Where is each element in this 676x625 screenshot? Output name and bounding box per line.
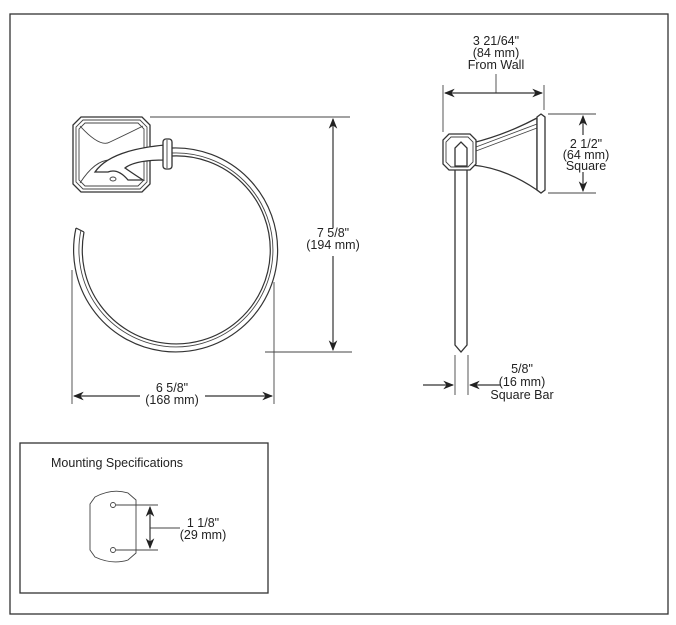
base-inches: 2 1/2" (570, 137, 602, 151)
hole-spacing-mm: (29 mm) (180, 528, 227, 542)
drawing-frame (9, 13, 669, 615)
base-label: Square (566, 159, 606, 173)
base-mm: (64 mm) (563, 148, 610, 162)
bar-mm: (16 mm) (499, 375, 546, 389)
front-view: 7 5/8" (194 mm) 6 5/8" (168 mm) (71, 116, 360, 407)
backplate (72, 116, 173, 193)
mounting-title: Mounting Specifications (51, 456, 183, 470)
width-mm: (168 mm) (145, 393, 198, 407)
ring (73, 147, 279, 353)
projection-mm: (84 mm) (473, 46, 520, 60)
height-mm: (194 mm) (306, 238, 359, 252)
hole-spacing-inches: 1 1/8" (187, 516, 219, 530)
square-bar (454, 149, 468, 353)
bar-label: Square Bar (490, 388, 553, 402)
wall-flange (536, 113, 546, 194)
projection-label: From Wall (468, 58, 524, 72)
mounting-hole-top (110, 502, 116, 508)
width-inches: 6 5/8" (156, 381, 188, 395)
height-inches: 7 5/8" (317, 226, 349, 240)
mounting-specifications-box: Mounting Specifications 1 1/8" (29 mm) (19, 442, 269, 594)
mounting-plate (89, 490, 137, 563)
side-view: 3 21/64" (84 mm) From Wall 2 1/2" (64 mm… (423, 34, 609, 402)
projection-inches: 3 21/64" (473, 34, 519, 48)
bar-inches: 5/8" (511, 362, 533, 376)
mounting-hole-bottom (110, 547, 116, 553)
